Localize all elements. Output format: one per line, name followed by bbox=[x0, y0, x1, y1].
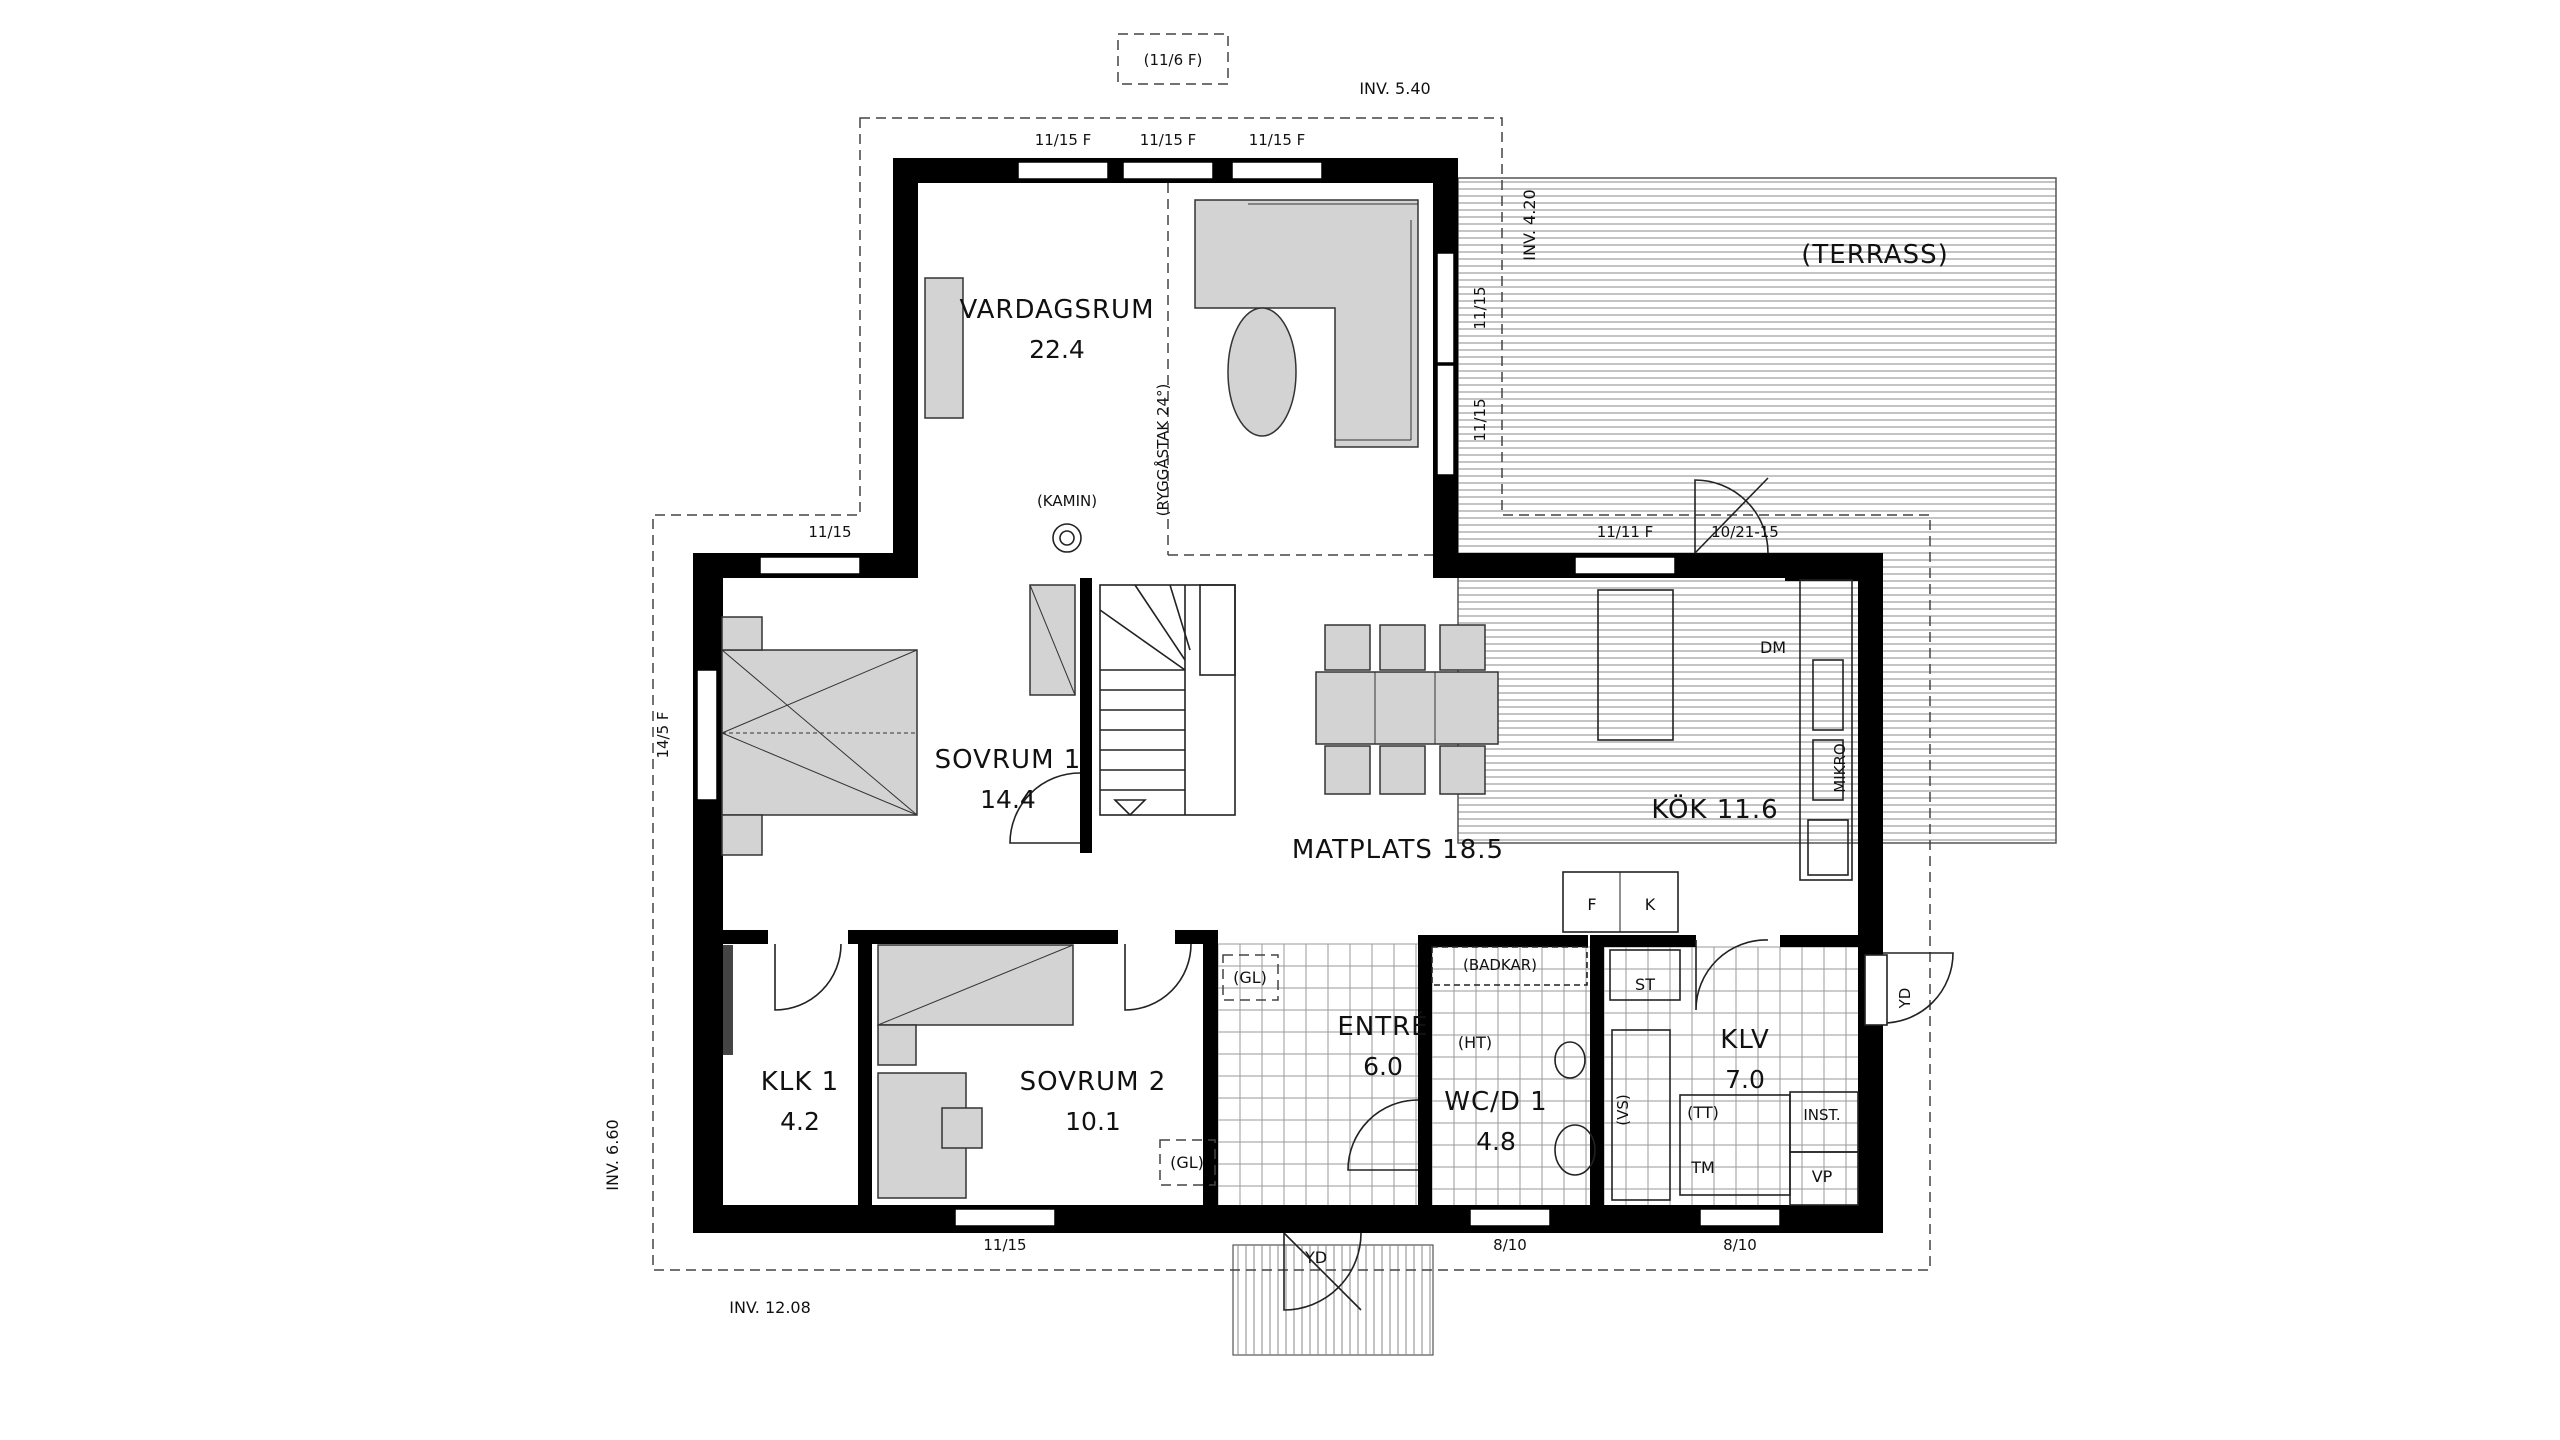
inv-top: INV. 5.40 bbox=[1359, 79, 1430, 98]
label-inst: INST. bbox=[1803, 1106, 1840, 1124]
inv-bottom: INV. 12.08 bbox=[729, 1298, 811, 1317]
window-left-top: 11/15 bbox=[808, 523, 851, 541]
label-badkar: (BADKAR) bbox=[1463, 956, 1537, 974]
window-kitchen: 11/11 F bbox=[1597, 523, 1654, 541]
label-ht: (HT) bbox=[1458, 1033, 1492, 1052]
annotation-labels: (KAMIN) (RYGGÅSTAK 24°) DM MIKRO F K (BA… bbox=[1037, 384, 1914, 1267]
windows bbox=[696, 161, 1781, 1227]
terrace-deck bbox=[1457, 177, 2057, 844]
room-vardagsrum: VARDAGSRUM bbox=[959, 295, 1154, 325]
room-entre: ENTRÉ bbox=[1337, 1010, 1428, 1042]
interior-walls bbox=[723, 578, 1883, 1205]
label-yd-right: YD bbox=[1896, 988, 1914, 1010]
area-klk1: 4.2 bbox=[780, 1107, 820, 1136]
label-yd-bottom: YD bbox=[1304, 1248, 1327, 1267]
area-vardagsrum: 22.4 bbox=[1029, 335, 1085, 364]
furniture bbox=[721, 199, 1859, 1206]
room-sovrum2: SOVRUM 2 bbox=[1020, 1067, 1167, 1097]
room-sovrum1: SOVRUM 1 bbox=[935, 745, 1082, 775]
area-sovrum2: 10.1 bbox=[1065, 1107, 1121, 1136]
roof-outline bbox=[652, 117, 1931, 1271]
window-top-3: 11/15 F bbox=[1249, 131, 1306, 149]
label-vs: (VS) bbox=[1614, 1094, 1632, 1126]
label-mikro: MIKRO bbox=[1831, 743, 1849, 792]
label-kamin: (KAMIN) bbox=[1037, 492, 1097, 510]
room-klk1: KLK 1 bbox=[761, 1067, 839, 1097]
window-box-11-6f bbox=[1117, 33, 1229, 85]
window-terrace-door: 10/21-15 bbox=[1711, 523, 1779, 541]
room-labels: VARDAGSRUM 22.4 SOVRUM 1 14.4 MATPLATS 1… bbox=[761, 240, 1948, 1156]
label-vp: VP bbox=[1812, 1167, 1833, 1186]
dimension-labels: INV. 5.40 INV. 4.20 INV. 6.60 INV. 12.08 bbox=[603, 79, 1539, 1317]
ridge-line bbox=[1167, 183, 1433, 556]
window-top-2: 11/15 F bbox=[1140, 131, 1197, 149]
label-st: ST bbox=[1635, 975, 1655, 994]
window-11-6f: (11/6 F) bbox=[1144, 51, 1203, 69]
label-freezer: F bbox=[1587, 895, 1596, 914]
inv-right: INV. 4.20 bbox=[1520, 189, 1539, 260]
window-bottom-2: 8/10 bbox=[1493, 1236, 1527, 1254]
area-entre: 6.0 bbox=[1363, 1052, 1403, 1081]
label-gl-bottom: (GL) bbox=[1170, 1153, 1204, 1172]
area-klv: 7.0 bbox=[1725, 1065, 1765, 1094]
window-bottom-1: 11/15 bbox=[983, 1236, 1026, 1254]
label-fridge: K bbox=[1645, 895, 1656, 914]
label-tt: (TT) bbox=[1687, 1103, 1719, 1122]
room-wcd1: WC/D 1 bbox=[1444, 1087, 1547, 1117]
area-sovrum1: 14.4 bbox=[980, 785, 1036, 814]
exterior-walls bbox=[693, 158, 1883, 1233]
entrance-steps bbox=[1232, 1244, 1434, 1356]
window-right-1: 11/15 bbox=[1471, 286, 1489, 329]
label-tm: TM bbox=[1690, 1158, 1715, 1177]
window-bottom-3: 8/10 bbox=[1723, 1236, 1757, 1254]
room-terrass: (TERRASS) bbox=[1801, 240, 1948, 270]
room-matplats: MATPLATS 18.5 bbox=[1292, 835, 1504, 865]
window-left-side: 14/5 F bbox=[654, 711, 672, 758]
room-kok: KÖK 11.6 bbox=[1651, 793, 1778, 825]
area-wcd1: 4.8 bbox=[1476, 1127, 1516, 1156]
window-labels: (11/6 F) 11/15 F 11/15 F 11/15 F 11/15 1… bbox=[654, 51, 1779, 1254]
label-gl-top: (GL) bbox=[1233, 968, 1267, 987]
window-right-2: 11/15 bbox=[1471, 398, 1489, 441]
room-klv: KLV bbox=[1720, 1025, 1769, 1055]
label-dm: DM bbox=[1760, 638, 1786, 657]
doors bbox=[774, 477, 1954, 1311]
label-ryggastak: (RYGGÅSTAK 24°) bbox=[1153, 384, 1172, 517]
inv-left: INV. 6.60 bbox=[603, 1119, 622, 1190]
window-top-1: 11/15 F bbox=[1035, 131, 1092, 149]
